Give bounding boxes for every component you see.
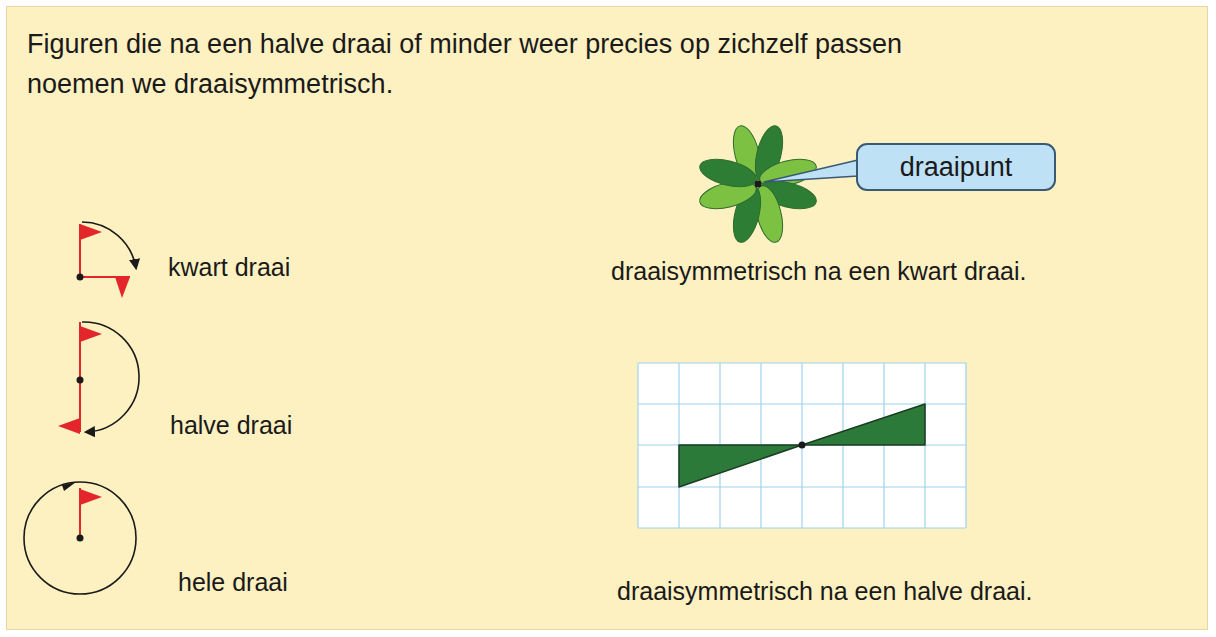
full-turn-icon: [24, 482, 136, 594]
quarter-turn-icon: [77, 222, 137, 298]
caption-label: draaisymmetrisch na een kwart draai.: [611, 256, 1026, 286]
half-turn-icon: [58, 322, 139, 434]
caption-label: draaisymmetrisch na een halve draai.: [617, 576, 1032, 606]
intro-text: Figuren die na een halve draai of minder…: [27, 24, 967, 104]
clover-illustration: [697, 123, 819, 245]
background-panel: [6, 6, 1208, 630]
grid: [638, 363, 966, 528]
turn-label: kwart draai: [168, 252, 290, 282]
callout-tail: [764, 160, 858, 182]
turn-label: hele draai: [178, 567, 288, 597]
turn-label: halve draai: [170, 410, 292, 440]
callout-box: draaipunt: [856, 143, 1056, 191]
callout-text: draaipunt: [900, 151, 1013, 183]
